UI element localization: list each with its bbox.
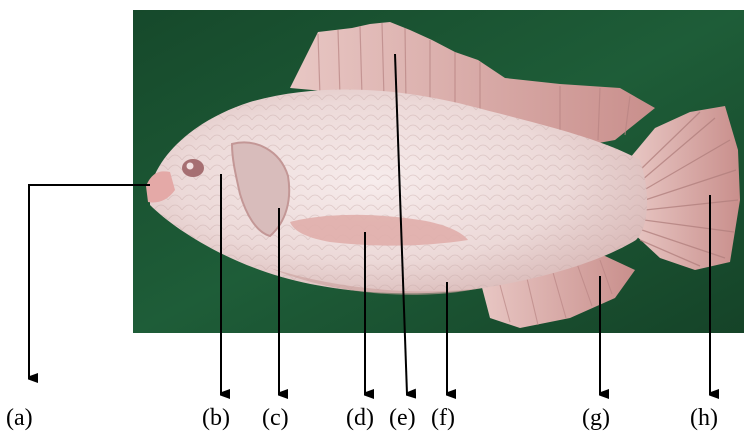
arrow-a — [29, 185, 150, 378]
eye — [182, 159, 204, 177]
label-d: (d) — [346, 404, 374, 432]
label-g: (g) — [582, 404, 610, 432]
label-c: (c) — [262, 404, 289, 432]
eye-highlight — [187, 163, 194, 170]
label-a: (a) — [6, 404, 33, 432]
label-b: (b) — [202, 404, 230, 432]
label-e: (e) — [389, 404, 416, 432]
label-f: (f) — [431, 404, 455, 432]
label-h: (h) — [690, 404, 718, 432]
